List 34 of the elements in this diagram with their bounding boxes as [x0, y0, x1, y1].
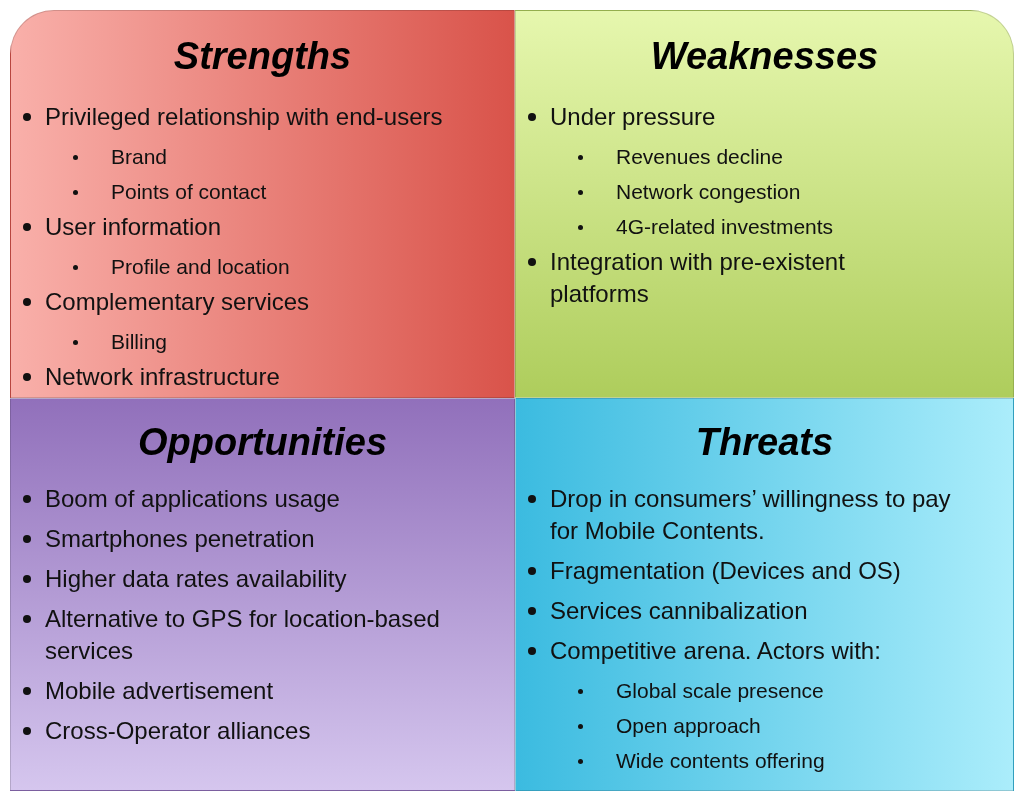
quadrant-panel	[515, 398, 1014, 791]
quadrant-heading: Threats	[694, 420, 835, 465]
bullet-item: Services cannibalization	[550, 596, 809, 626]
bullet-item: Network infrastructure	[45, 362, 281, 392]
quadrant-panel	[10, 10, 515, 398]
sub-bullet-item: Profile and location	[111, 254, 291, 280]
bullet-item: User information	[45, 212, 223, 242]
sub-bullet-item: Points of contact	[111, 179, 268, 205]
quadrant-heading: Opportunities	[136, 420, 389, 465]
quadrant-heading: Strengths	[172, 34, 353, 79]
sub-bullet-item: Revenues decline	[616, 144, 784, 170]
bullet-item: Drop in consumers’ willingness to pay for Mobile Contents.	[550, 484, 952, 546]
bullet-item: Smartphones penetration	[45, 524, 316, 554]
bullet-item: Competitive arena. Actors with:	[550, 636, 882, 666]
bullet-item: Mobile advertisement	[45, 676, 275, 706]
bullet-item: Complementary services	[45, 287, 311, 317]
sub-bullet-item: Open approach	[616, 713, 762, 739]
bullet-item: Privileged relationship with end-users	[45, 102, 444, 132]
quadrant-panel	[515, 10, 1014, 398]
sub-bullet-item: Brand	[111, 144, 169, 170]
sub-bullet-item: Network congestion	[616, 179, 802, 205]
bullet-item: Integration with pre-existent platforms	[550, 247, 846, 309]
bullet-item: Alternative to GPS for location-based services	[45, 604, 441, 666]
bullet-item: Cross-Operator alliances	[45, 716, 312, 746]
sub-bullet-item: Billing	[111, 329, 169, 355]
bullet-item: Fragmentation (Devices and OS)	[550, 556, 902, 586]
bullet-item: Higher data rates availability	[45, 564, 348, 594]
quadrant-heading: Weaknesses	[649, 34, 880, 79]
sub-bullet-item: Global scale presence	[616, 678, 825, 704]
bullet-item: Boom of applications usage	[45, 484, 341, 514]
quadrant-panel	[10, 398, 515, 791]
bullet-item: Under pressure	[550, 102, 717, 132]
sub-bullet-item: Wide contents offering	[616, 748, 826, 774]
sub-bullet-item: 4G-related investments	[616, 214, 835, 240]
